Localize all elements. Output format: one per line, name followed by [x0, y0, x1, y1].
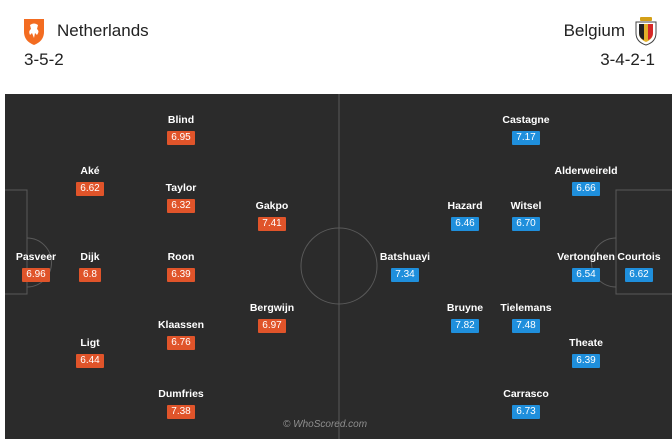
player-name: Pasveer [15, 251, 57, 263]
player-rating: 6.39 [572, 354, 600, 368]
player-name: Hazard [447, 200, 483, 212]
player-name: Roon [167, 251, 195, 263]
away-player-tielemans[interactable]: Tielemans 7.48 [486, 302, 566, 333]
player-rating: 7.17 [512, 131, 540, 145]
player-name: Castagne [502, 114, 550, 126]
away-team-name: Belgium [563, 21, 625, 40]
player-name: Taylor [165, 182, 197, 194]
home-player-gakpo[interactable]: Gakpo 7.41 [232, 200, 312, 231]
player-name: Ligt [80, 337, 100, 349]
player-rating: 6.62 [625, 268, 653, 282]
player-name: Carrasco [503, 388, 549, 400]
player-name: Theate [569, 337, 603, 349]
player-rating: 6.54 [572, 268, 600, 282]
belgium-crest-icon [635, 17, 657, 46]
player-name: Witsel [510, 200, 542, 212]
player-rating: 7.82 [451, 319, 479, 333]
player-rating: 6.95 [167, 131, 195, 145]
player-name: Courtois [617, 251, 661, 263]
player-rating: 6.39 [167, 268, 195, 282]
away-player-hazard[interactable]: Hazard 6.46 [425, 200, 505, 231]
player-rating: 6.66 [572, 182, 600, 196]
away-player-courtois[interactable]: Courtois 6.62 [599, 251, 672, 282]
away-player-bruyne[interactable]: Bruyne 7.82 [425, 302, 505, 333]
away-player-castagne[interactable]: Castagne 7.17 [486, 114, 566, 145]
home-player-bergwijn[interactable]: Bergwijn 6.97 [232, 302, 312, 333]
netherlands-lion-crest-icon [24, 19, 44, 45]
away-player-theate[interactable]: Theate 6.39 [546, 337, 626, 368]
home-player-taylor[interactable]: Taylor 6.32 [141, 182, 221, 213]
player-rating: 6.8 [79, 268, 101, 282]
away-player-alderweireld[interactable]: Alderweireld 6.66 [546, 165, 626, 196]
home-player-ake[interactable]: Aké 6.62 [50, 165, 130, 196]
player-name: Blind [167, 114, 195, 126]
pitch-markings [5, 94, 672, 439]
player-name: Aké [80, 165, 100, 177]
player-rating: 7.34 [391, 268, 419, 282]
home-player-ligt[interactable]: Ligt 6.44 [50, 337, 130, 368]
player-rating: 6.46 [451, 217, 479, 231]
player-name: Batshuayi [379, 251, 431, 263]
player-rating: 6.32 [167, 199, 195, 213]
player-name: Dijk [80, 251, 100, 263]
player-name: Dumfries [158, 388, 204, 400]
player-name: Gakpo [255, 200, 289, 212]
home-player-pasveer[interactable]: Pasveer 6.96 [5, 251, 76, 282]
player-rating: 6.70 [512, 217, 540, 231]
player-rating: 6.62 [76, 182, 104, 196]
player-name: Alderweireld [554, 165, 618, 177]
player-rating: 6.44 [76, 354, 104, 368]
player-rating: 6.96 [22, 268, 50, 282]
home-player-klaassen[interactable]: Klaassen 6.76 [141, 319, 221, 350]
away-player-vertonghen[interactable]: Vertonghen 6.54 [546, 251, 626, 282]
player-rating: 7.38 [167, 405, 195, 419]
away-formation: 3-4-2-1 [600, 50, 655, 69]
home-formation: 3-5-2 [24, 50, 64, 69]
player-name: Bruyne [446, 302, 484, 314]
pitch: Pasveer 6.96 Aké 6.62 Dijk 6.8 Ligt 6.44… [5, 94, 672, 439]
home-player-dijk[interactable]: Dijk 6.8 [50, 251, 130, 282]
home-team-name: Netherlands [57, 21, 149, 40]
away-player-batshuayi[interactable]: Batshuayi 7.34 [365, 251, 445, 282]
player-name: Bergwijn [249, 302, 295, 314]
player-name: Vertonghen [557, 251, 615, 263]
match-header: Netherlands 3-5-2 Belgium 3-4-2-1 [0, 0, 672, 88]
player-rating: 7.41 [258, 217, 286, 231]
whoscored-watermark: © WhoScored.com [283, 419, 368, 430]
player-name: Klaassen [157, 319, 205, 331]
player-rating: 6.76 [167, 336, 195, 350]
home-player-dumfries[interactable]: Dumfries 7.38 [141, 388, 221, 419]
away-player-carrasco[interactable]: Carrasco 6.73 [486, 388, 566, 419]
home-player-roon[interactable]: Roon 6.39 [141, 251, 221, 282]
player-rating: 7.48 [512, 319, 540, 333]
player-name: Tielemans [500, 302, 552, 314]
away-player-witsel[interactable]: Witsel 6.70 [486, 200, 566, 231]
player-rating: 6.97 [258, 319, 286, 333]
home-player-blind[interactable]: Blind 6.95 [141, 114, 221, 145]
player-rating: 6.73 [512, 405, 540, 419]
